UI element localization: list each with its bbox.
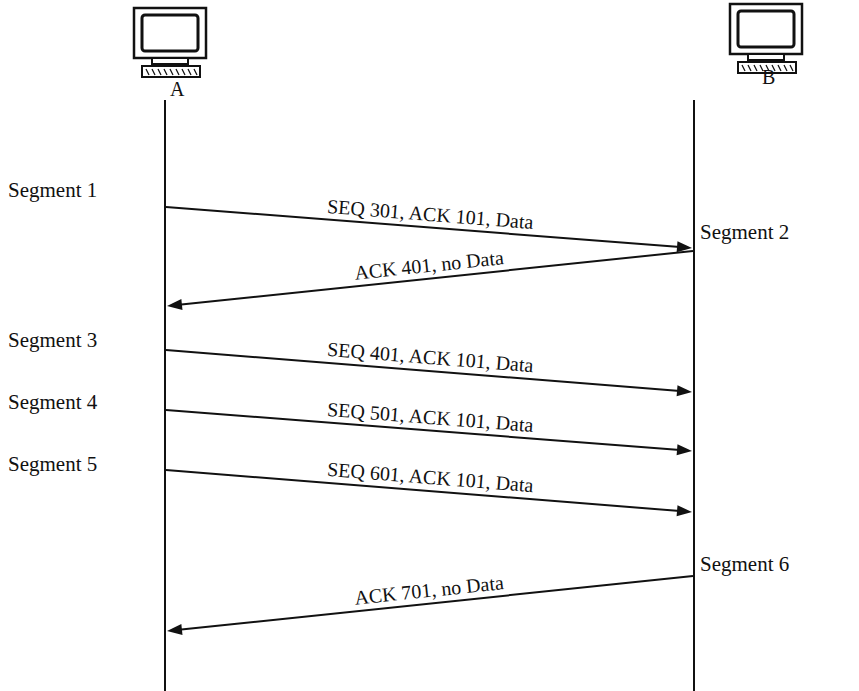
segment-name: Segment 5 [8, 452, 97, 476]
segment-name: Segment 4 [8, 390, 97, 414]
lifeline [164, 100, 166, 691]
computer-icon [122, 6, 218, 80]
computer-node: A [122, 6, 218, 100]
segment-name: Segment 1 [8, 178, 97, 202]
segment-name: Segment 6 [700, 552, 789, 576]
arrow-head [167, 624, 182, 635]
arrow-head [167, 299, 182, 310]
arrow-head [677, 444, 692, 455]
computer-icon [718, 2, 814, 76]
host-name: B [762, 66, 775, 88]
arrow-head [677, 505, 692, 516]
segment-name: Segment 2 [700, 220, 789, 244]
host-name: A [170, 78, 184, 100]
segment-name: Segment 3 [8, 328, 97, 352]
arrow-head [677, 385, 692, 396]
lifeline [693, 100, 695, 691]
computer-node: B [718, 2, 814, 94]
